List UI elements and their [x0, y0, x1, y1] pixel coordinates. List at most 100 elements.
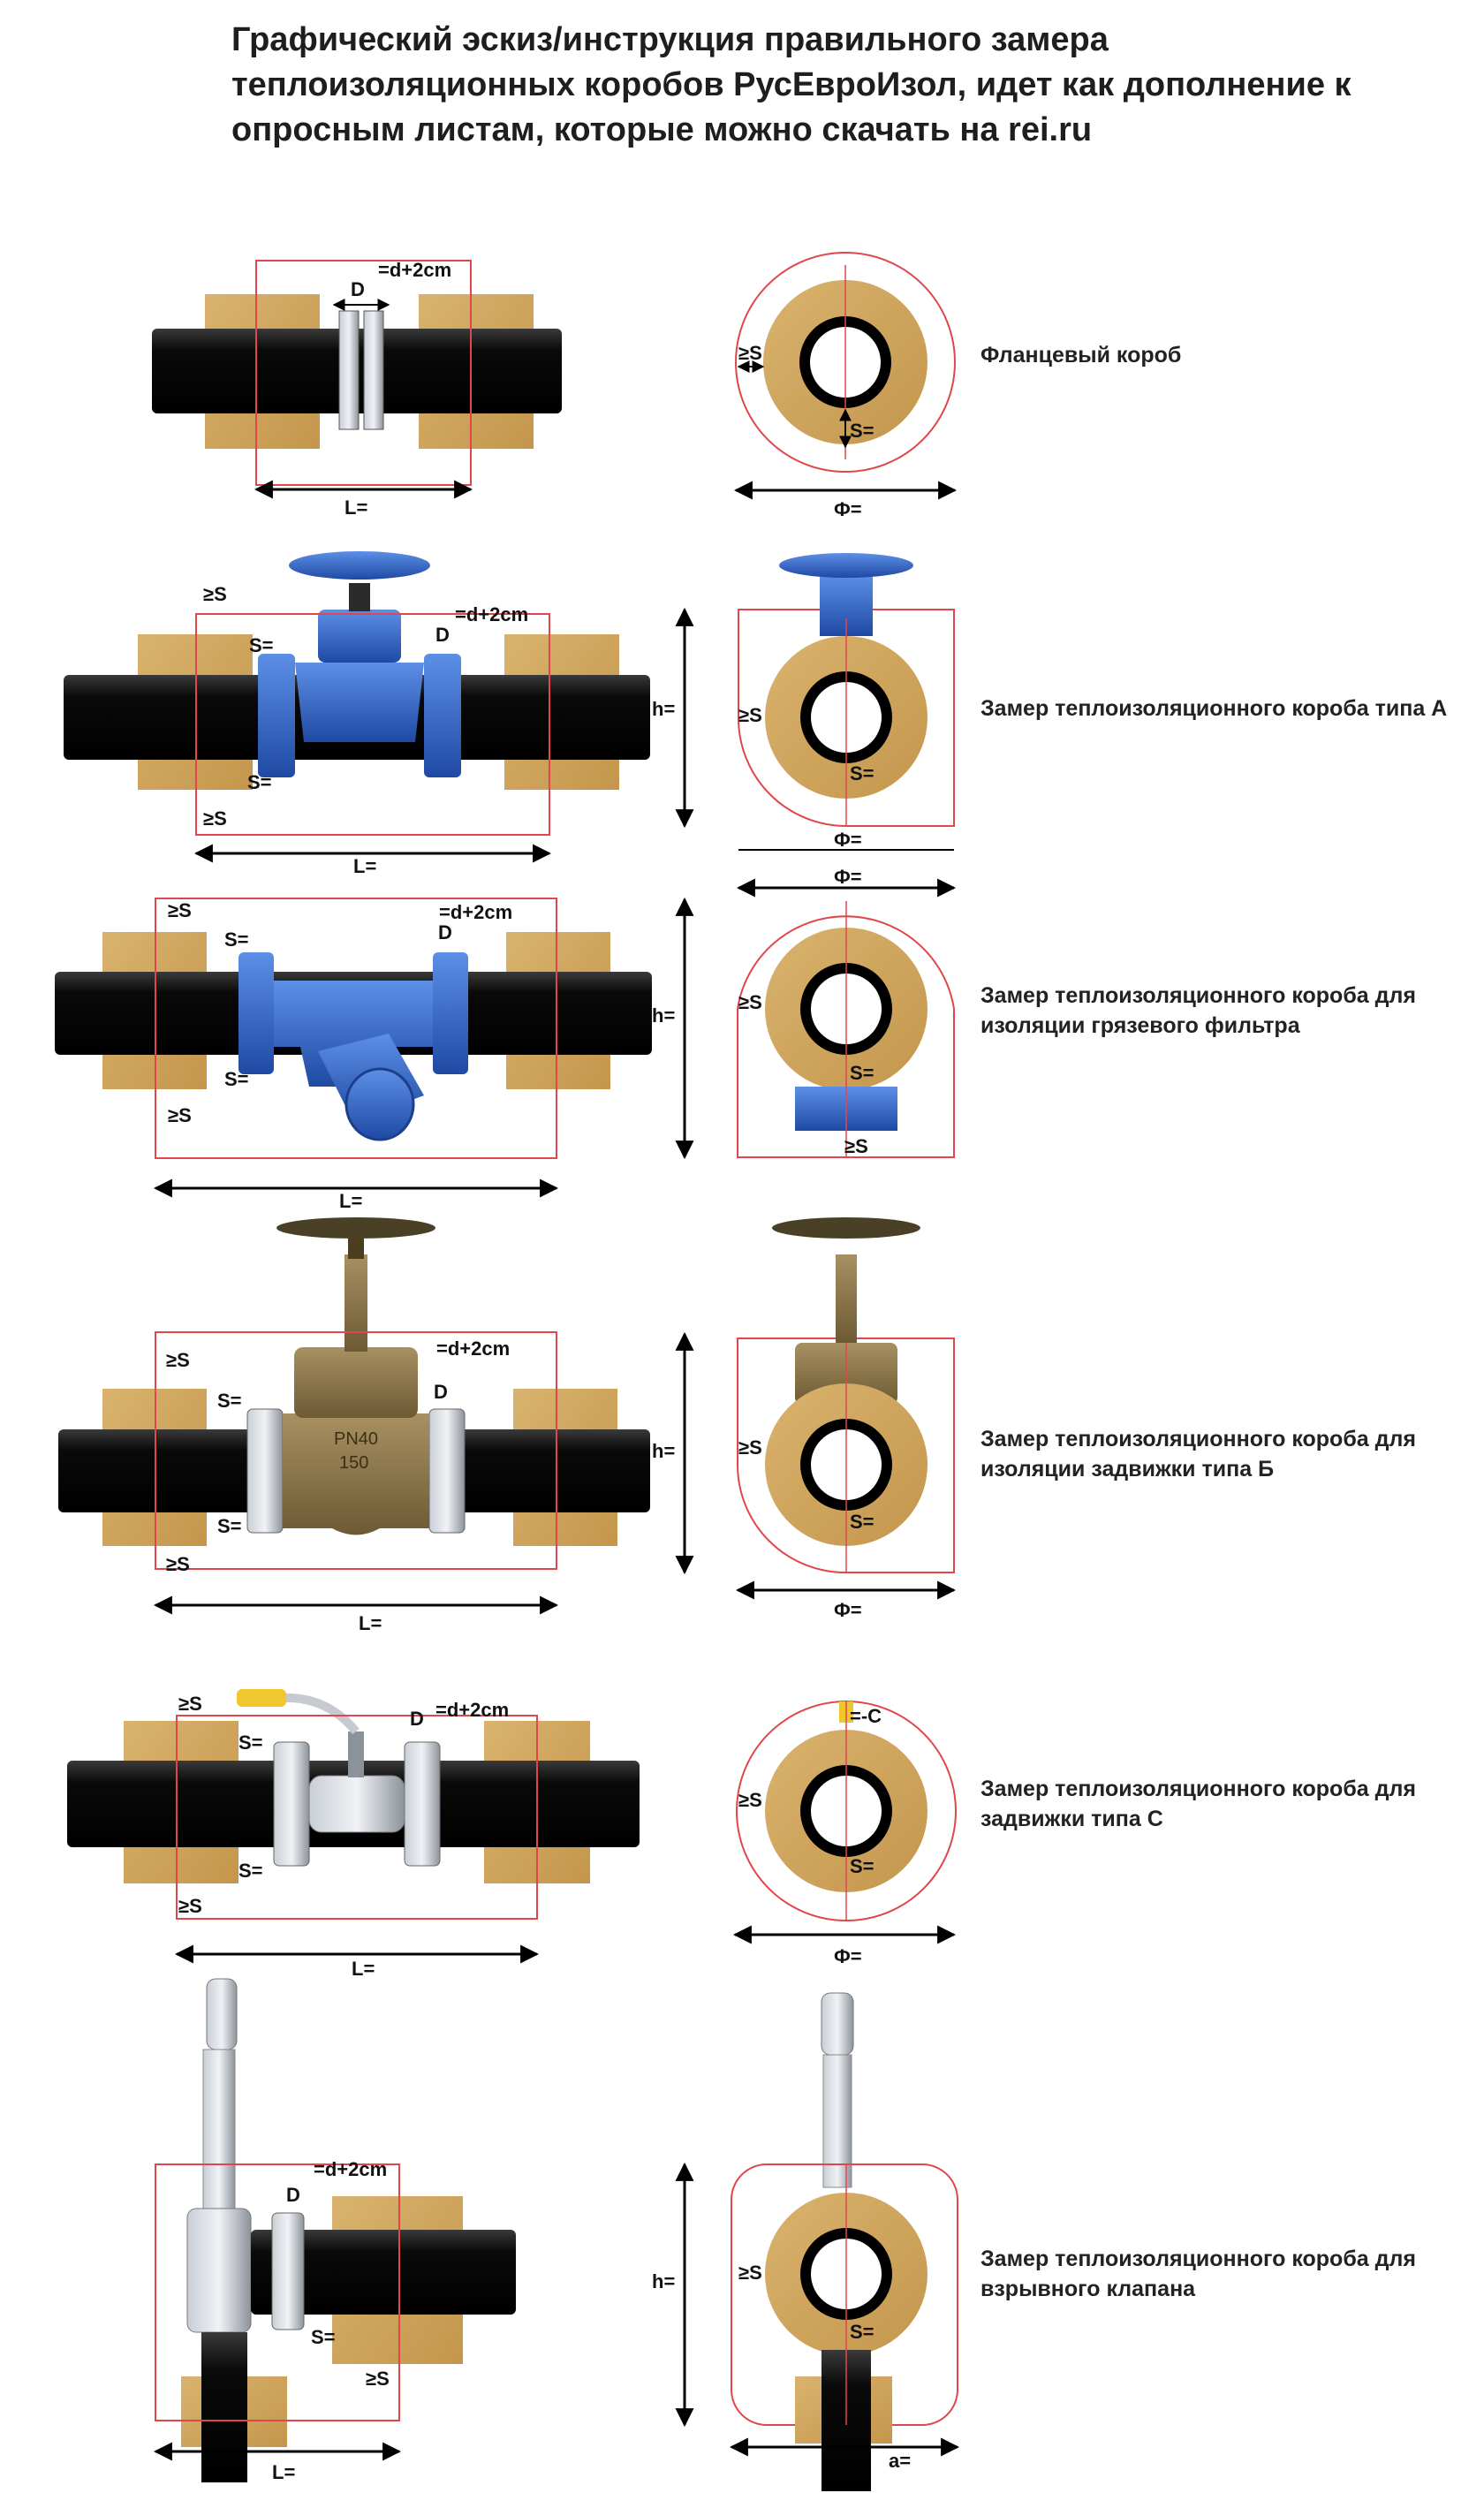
- flange-left: [238, 952, 274, 1074]
- measure-frame: [195, 613, 550, 836]
- label-S-top: S=: [238, 1731, 263, 1754]
- valve-yoke-side: [836, 1254, 857, 1343]
- handwheel-side: [779, 553, 913, 578]
- valve-spring-housing: [202, 2049, 236, 2209]
- label-h: h=: [652, 1440, 675, 1462]
- label-geS: ≥S: [738, 1436, 762, 1459]
- valve-body: [308, 1775, 405, 1833]
- label-d2cm: =d+2cm: [314, 2158, 387, 2180]
- caption-type-c: Замер теплоизоляционного короба для задв…: [980, 1777, 1416, 1831]
- title-line-3: опросным листам, которые можно скачать н…: [231, 111, 1093, 148]
- pipe-vertical: [201, 2332, 247, 2482]
- flange-left: [258, 654, 295, 777]
- label-geS: ≥S: [738, 2262, 762, 2284]
- measure-frame: [176, 1715, 538, 1920]
- label-geS-bottom: ≥S: [203, 807, 227, 830]
- label-S: S=: [850, 1511, 874, 1533]
- flange-right: [428, 1408, 466, 1534]
- label-S-bottom: S=: [217, 1515, 242, 1537]
- valve-body: [186, 2208, 252, 2333]
- label-geS-top: ≥S: [178, 1693, 202, 1715]
- pipe-horizontal: [251, 2230, 516, 2315]
- row-relief-valve: D =d+2cm S= ≥S L= h= ≥S S= a=: [153, 1978, 960, 2491]
- caption-mud-filter: Замер теплоизоляционного короба для изол…: [980, 983, 1416, 1038]
- measure-frame-b: [737, 1337, 955, 1574]
- label-geS: ≥S: [738, 704, 762, 726]
- label-minus-C: =-C: [850, 1705, 882, 1727]
- flange: [271, 2212, 305, 2330]
- handwheel-side: [772, 1217, 920, 1239]
- flange-left: [338, 310, 360, 430]
- label-S: S=: [850, 1062, 874, 1084]
- label-geS-top: ≥S: [168, 899, 192, 921]
- valve-spring-side: [822, 2054, 852, 2188]
- filter-cap: [344, 1067, 415, 1141]
- label-h: h=: [652, 698, 675, 720]
- label-S-bottom: S=: [224, 1068, 249, 1090]
- label-geS: ≥S: [738, 1789, 762, 1811]
- label-D: D: [434, 1381, 448, 1403]
- label-S: S=: [850, 762, 874, 784]
- label-phi: Ф=: [834, 1945, 862, 1967]
- label-geS-bottom: ≥S: [178, 1895, 202, 1917]
- label-L: L=: [344, 496, 367, 519]
- label-D: D: [438, 921, 452, 943]
- valve-yoke: [344, 1254, 367, 1352]
- flange-left: [273, 1741, 310, 1867]
- label-S: S=: [850, 2321, 874, 2343]
- row-type-c: ≥S S= S= ≥S D =d+2cm L= =-C ≥S S= Ф=: [67, 1689, 957, 1980]
- label-D: D: [286, 2184, 300, 2206]
- measure-frame-filter: [737, 915, 955, 1158]
- label-S: S=: [850, 420, 874, 442]
- caption-relief-valve: Замер теплоизоляционного короба для взры…: [980, 2247, 1416, 2301]
- valve-lever: [206, 1978, 238, 2050]
- label-L: L=: [339, 1190, 362, 1212]
- valve-body: [283, 1413, 429, 1535]
- caption-type-b: Замер теплоизоляционного короба для изол…: [980, 1427, 1416, 1481]
- label-geS: ≥S: [738, 342, 762, 364]
- label-d2cm: =d+2cm: [435, 1699, 509, 1721]
- label-D: D: [435, 624, 450, 646]
- label-S: S=: [311, 2326, 336, 2348]
- label-phi: Ф=: [834, 866, 862, 888]
- valve-marking-dn: 150: [339, 1453, 368, 1473]
- valve-stem: [348, 1731, 364, 1777]
- valve-bonnet: [294, 1347, 418, 1418]
- label-D: D: [351, 278, 365, 300]
- label-phi: Ф=: [834, 498, 862, 520]
- row-mud-filter: ≥S S= S= ≥S D =d+2cm L= h= ≥S S= ≥S: [55, 897, 955, 1212]
- label-L: L=: [352, 1958, 375, 1980]
- label-geS: ≥S: [366, 2368, 390, 2390]
- label-d2cm: =d+2cm: [455, 603, 528, 625]
- label-h: h=: [652, 1004, 675, 1027]
- label-a: a=: [889, 2450, 911, 2472]
- valve-stem: [349, 583, 370, 611]
- flange-right: [363, 310, 384, 430]
- flange-right: [433, 952, 468, 1074]
- label-S-bottom: S=: [247, 771, 272, 793]
- valve-marking-pn: PN40: [334, 1429, 378, 1449]
- caption-flange-box: Фланцевый короб: [980, 343, 1182, 368]
- label-S-bottom: S=: [238, 1860, 263, 1882]
- label-S-top: S=: [224, 928, 249, 951]
- row-flange-box: D =d+2cm L= ≥S S= Ф=: [152, 252, 958, 520]
- handwheel: [289, 551, 430, 580]
- label-geS-bottom: ≥S: [844, 1135, 868, 1157]
- flange-left: [246, 1408, 284, 1534]
- label-geS-top: ≥S: [166, 1349, 190, 1371]
- valve-lever-side: [821, 1992, 854, 2056]
- filter-body: [274, 981, 433, 1087]
- valve-body: [295, 663, 424, 742]
- label-L: L=: [359, 1612, 382, 1634]
- measure-circle: [735, 252, 956, 473]
- valve-stem: [348, 1232, 364, 1259]
- label-d2cm: =d+2cm: [436, 1337, 510, 1360]
- label-geS-bottom: ≥S: [168, 1104, 192, 1126]
- measure-frame: [155, 898, 557, 1159]
- label-D: D: [410, 1708, 424, 1730]
- measure-frame-a: [738, 609, 955, 827]
- label-d2cm: =d+2cm: [378, 259, 451, 281]
- measure-frame: [155, 1331, 557, 1570]
- handwheel: [276, 1217, 435, 1239]
